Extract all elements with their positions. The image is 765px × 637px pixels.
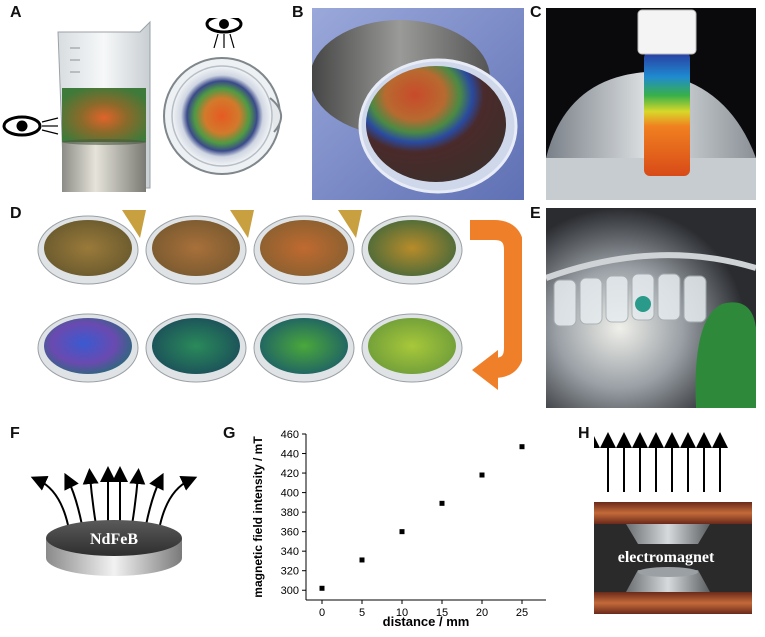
field-lines [594, 432, 728, 492]
dish-top-view [172, 66, 272, 166]
panel-label-h: H [578, 425, 590, 442]
panel-e-photo [546, 208, 756, 408]
dish-stage-7 [253, 313, 355, 383]
panel-g-chart: 300 320 340 360 380 400 420 440 460 0 5 10 15 20 25 dis… [246, 426, 558, 632]
pipette [122, 210, 146, 238]
vial-cap [637, 9, 697, 55]
panel-label-d: D [10, 205, 22, 222]
panel-label-c: C [530, 4, 542, 21]
x-tick-label: 10 [396, 607, 408, 619]
x-tick-label: 0 [319, 607, 325, 619]
curved-arrow-icon [470, 220, 522, 390]
dish-stage-3 [253, 215, 355, 285]
ndfeb-label: NdFeB [90, 531, 138, 548]
y-tick-label: 420 [281, 468, 299, 480]
y-axis-label: magnetic field intensity / mT [251, 436, 265, 598]
panel-label-g: G [223, 425, 236, 442]
eye-icon [205, 18, 243, 49]
y-tick-label: 360 [281, 527, 299, 539]
panel-label-f: F [10, 425, 20, 442]
petri-dish [366, 66, 506, 182]
y-tick-label: 440 [281, 449, 299, 461]
data-point [319, 585, 325, 591]
x-axis-label: distance / mm [383, 614, 470, 629]
pipette [230, 210, 254, 238]
panel-a-photo [0, 18, 290, 200]
electromagnet [594, 502, 752, 614]
x-tick-label: 15 [436, 607, 448, 619]
cuvette-row [553, 273, 707, 327]
x-tick-label: 20 [476, 607, 488, 619]
panel-d-photo [36, 208, 522, 408]
data-point [359, 557, 365, 563]
electromagnet-label: electromagnet [618, 549, 715, 566]
y-tick-label: 400 [281, 488, 299, 500]
y-tick-label: 340 [281, 546, 299, 558]
panel-f-diagram: NdFeB [20, 450, 210, 600]
dish-stage-6 [145, 313, 247, 383]
eye-icon [2, 115, 59, 137]
data-point [479, 472, 485, 478]
panel-label-b: B [292, 4, 304, 21]
panel-label-a: A [10, 4, 22, 21]
y-tick-label: 320 [281, 566, 299, 578]
gloved-hand [695, 302, 756, 408]
panel-label-e: E [530, 205, 541, 222]
x-tick-label: 25 [516, 607, 528, 619]
field-lines [30, 466, 198, 526]
y-tick-label: 300 [281, 585, 299, 597]
vial [644, 52, 690, 176]
liquid-layer [62, 88, 146, 142]
x-tick-label: 5 [359, 607, 365, 619]
data-point [519, 444, 525, 450]
panel-b-photo [312, 8, 524, 200]
dish-stage-4 [361, 215, 463, 285]
panel-h-diagram: electromagnet [594, 432, 758, 622]
pipette [338, 210, 362, 238]
magnet-base [62, 142, 146, 192]
dish-stage-5 [37, 313, 139, 383]
y-tick-label: 460 [281, 429, 299, 441]
panel-c-photo [546, 8, 756, 200]
dish-stage-1 [37, 215, 139, 285]
dish-stage-2 [145, 215, 247, 285]
y-tick-label: 380 [281, 507, 299, 519]
data-point [439, 500, 445, 506]
data-point [399, 529, 405, 535]
dish-stage-8 [361, 313, 463, 383]
